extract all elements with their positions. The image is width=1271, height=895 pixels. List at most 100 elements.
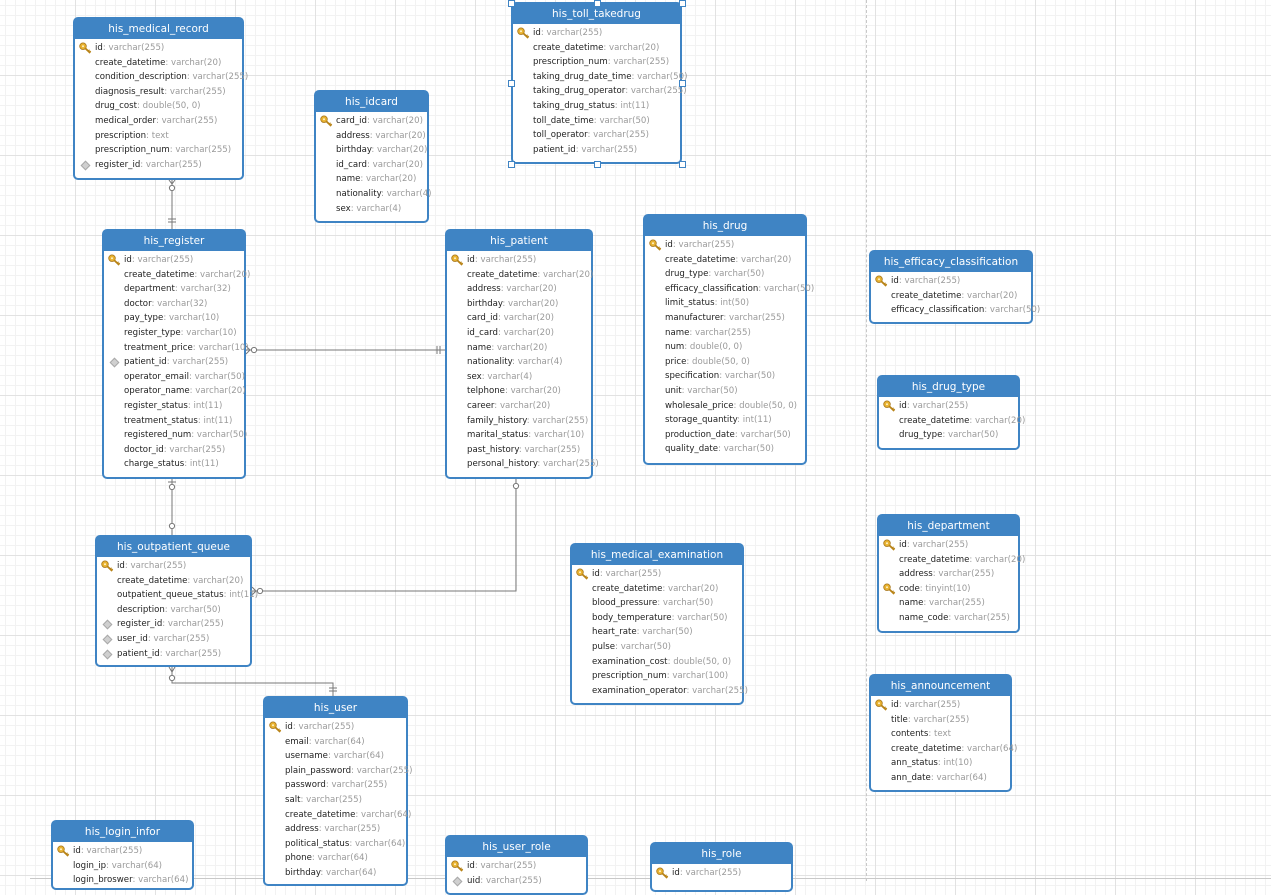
- column-row[interactable]: address: varchar(255): [265, 822, 406, 837]
- selection-handle[interactable]: [508, 80, 515, 87]
- column-row[interactable]: create_datetime: varchar(20): [104, 268, 250, 283]
- column-row[interactable]: pulse: varchar(50): [572, 640, 742, 655]
- column-row[interactable]: wholesale_price: double(50, 0): [645, 399, 805, 414]
- column-row[interactable]: id_card: varchar(20): [447, 326, 591, 341]
- selection-handle[interactable]: [593, 161, 601, 168]
- column-row[interactable]: create_datetime: varchar(20): [513, 41, 680, 56]
- column-row[interactable]: code: tinyint(10): [879, 582, 1018, 597]
- column-row[interactable]: pay_type: varchar(10): [104, 311, 244, 326]
- column-row[interactable]: ann_status: int(10): [871, 756, 1010, 771]
- column-row[interactable]: id: varchar(255): [75, 41, 242, 56]
- column-row[interactable]: drug_type: varchar(50): [645, 267, 805, 282]
- column-row[interactable]: id: varchar(255): [447, 859, 586, 874]
- column-row[interactable]: marital_status: varchar(10): [447, 428, 591, 443]
- column-row[interactable]: login_broswer: varchar(64): [53, 873, 192, 888]
- column-row[interactable]: create_datetime: varchar(20): [879, 414, 1025, 429]
- column-row[interactable]: user_id: varchar(255): [97, 632, 250, 647]
- column-row[interactable]: efficacy_classification: varchar(50): [645, 282, 814, 297]
- column-row[interactable]: prescription: text: [75, 129, 242, 144]
- column-row[interactable]: birthday: varchar(20): [447, 297, 591, 312]
- column-row[interactable]: id: varchar(255): [879, 538, 1018, 553]
- column-row[interactable]: nationality: varchar(4): [447, 355, 591, 370]
- table-title[interactable]: his_role: [652, 844, 791, 864]
- column-row[interactable]: patient_id: varchar(255): [97, 647, 250, 662]
- column-row[interactable]: prescription_num: varchar(100): [572, 669, 742, 684]
- column-row[interactable]: email: varchar(64): [265, 735, 406, 750]
- column-row[interactable]: create_datetime: varchar(20): [645, 253, 805, 268]
- selection-handle[interactable]: [679, 0, 686, 7]
- table-title[interactable]: his_drug: [645, 216, 805, 236]
- column-row[interactable]: name: varchar(20): [316, 172, 427, 187]
- column-row[interactable]: specification: varchar(50): [645, 369, 805, 384]
- column-row[interactable]: toll_date_time: varchar(50): [513, 114, 680, 129]
- column-row[interactable]: uid: varchar(255): [447, 874, 586, 889]
- table-title[interactable]: his_announcement: [871, 676, 1010, 696]
- column-row[interactable]: birthday: varchar(20): [316, 143, 427, 158]
- table-title[interactable]: his_medical_examination: [572, 545, 742, 565]
- column-row[interactable]: id: varchar(255): [645, 238, 805, 253]
- column-row[interactable]: create_datetime: varchar(20): [75, 56, 242, 71]
- column-row[interactable]: id: varchar(255): [104, 253, 244, 268]
- column-row[interactable]: patient_id: varchar(255): [104, 355, 244, 370]
- column-row[interactable]: treatment_status: int(11): [104, 414, 244, 429]
- column-row[interactable]: card_id: varchar(20): [447, 311, 591, 326]
- table-title[interactable]: his_drug_type: [879, 377, 1018, 397]
- column-row[interactable]: create_datetime: varchar(64): [871, 742, 1017, 757]
- column-row[interactable]: name: varchar(255): [879, 596, 1018, 611]
- column-row[interactable]: create_datetime: varchar(20): [871, 289, 1031, 304]
- column-row[interactable]: family_history: varchar(255): [447, 414, 591, 429]
- column-row[interactable]: salt: varchar(255): [265, 793, 406, 808]
- selection-handle[interactable]: [593, 0, 601, 7]
- column-row[interactable]: card_id: varchar(20): [316, 114, 427, 129]
- selection-handle[interactable]: [508, 161, 515, 168]
- column-row[interactable]: telphone: varchar(20): [447, 384, 591, 399]
- column-row[interactable]: toll_operator: varchar(255): [513, 128, 680, 143]
- table-his-drug[interactable]: his_drug id: varchar(255)create_datetime:…: [643, 214, 814, 465]
- column-row[interactable]: id: varchar(255): [572, 567, 742, 582]
- column-row[interactable]: medical_order: varchar(255): [75, 114, 242, 129]
- table-his-role[interactable]: his_role id: varchar(255): [650, 842, 793, 892]
- column-row[interactable]: operator_email: varchar(50): [104, 370, 245, 385]
- column-row[interactable]: price: double(50, 0): [645, 355, 805, 370]
- column-row[interactable]: blood_pressure: varchar(50): [572, 596, 742, 611]
- column-row[interactable]: registered_num: varchar(50): [104, 428, 247, 443]
- column-row[interactable]: description: varchar(50): [97, 603, 250, 618]
- column-row[interactable]: ann_date: varchar(64): [871, 771, 1010, 786]
- column-row[interactable]: treatment_price: varchar(10): [104, 341, 249, 356]
- column-row[interactable]: sex: varchar(4): [447, 370, 591, 385]
- column-row[interactable]: outpatient_queue_status: int(11): [97, 588, 258, 603]
- column-row[interactable]: address: varchar(20): [447, 282, 591, 297]
- column-row[interactable]: production_date: varchar(50): [645, 428, 805, 443]
- table-title[interactable]: his_idcard: [316, 92, 427, 112]
- column-row[interactable]: manufacturer: varchar(255): [645, 311, 805, 326]
- column-row[interactable]: id: varchar(255): [97, 559, 250, 574]
- column-row[interactable]: login_ip: varchar(64): [53, 859, 192, 874]
- column-row[interactable]: create_datetime: varchar(64): [265, 808, 411, 823]
- column-row[interactable]: contents: text: [871, 727, 1010, 742]
- column-row[interactable]: title: varchar(255): [871, 713, 1010, 728]
- column-row[interactable]: birthday: varchar(64): [265, 866, 406, 881]
- column-row[interactable]: department: varchar(32): [104, 282, 244, 297]
- column-row[interactable]: past_history: varchar(255): [447, 443, 591, 458]
- column-row[interactable]: charge_status: int(11): [104, 457, 244, 472]
- column-row[interactable]: password: varchar(255): [265, 778, 406, 793]
- column-row[interactable]: name: varchar(20): [447, 341, 591, 356]
- column-row[interactable]: nationality: varchar(4): [316, 187, 432, 202]
- column-row[interactable]: operator_name: varchar(20): [104, 384, 246, 399]
- column-row[interactable]: id: varchar(255): [447, 253, 591, 268]
- column-row[interactable]: address: varchar(255): [879, 567, 1018, 582]
- column-row[interactable]: name: varchar(255): [645, 326, 805, 341]
- column-row[interactable]: unit: varchar(50): [645, 384, 805, 399]
- column-row[interactable]: register_id: varchar(255): [75, 158, 242, 173]
- column-row[interactable]: id: varchar(255): [265, 720, 406, 735]
- column-row[interactable]: id: varchar(255): [652, 866, 791, 881]
- column-row[interactable]: id: varchar(255): [871, 274, 1031, 289]
- column-row[interactable]: prescription_num: varchar(255): [513, 55, 680, 70]
